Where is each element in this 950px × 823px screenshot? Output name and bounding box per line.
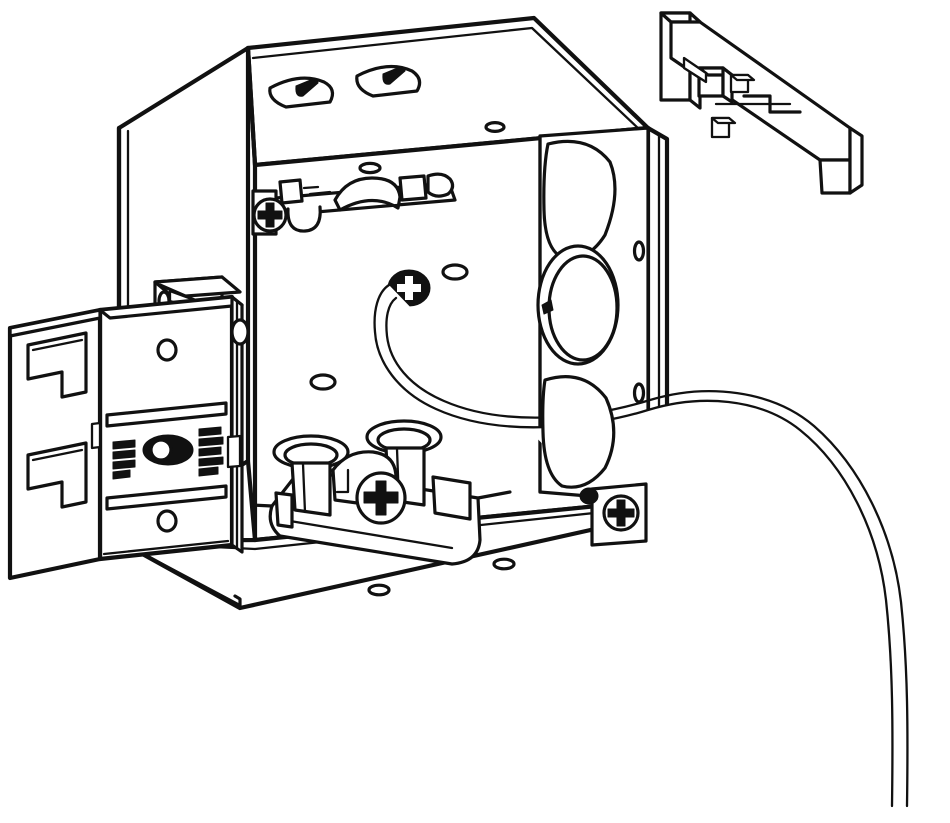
clamp-mount-hole <box>358 161 382 175</box>
knockout-side-b-tab <box>541 299 554 315</box>
left-bracket-fold-notch <box>90 421 102 450</box>
bottom-panel-hole-b <box>492 557 516 571</box>
knockout-pry-slot-b <box>382 66 406 85</box>
right-panel-hole-a <box>632 240 646 262</box>
left-mounting-bracket <box>7 275 244 581</box>
bottom-panel-hole-a <box>367 583 391 597</box>
knockout-pry-slot-a-hilite <box>298 80 315 89</box>
clamp-right-lobe <box>426 172 455 198</box>
box-bottom-corner <box>233 594 242 610</box>
interior-top-cable-clamp <box>274 161 457 233</box>
left-bracket-hole-upper <box>156 338 178 362</box>
knockout-hole-icon-side-c <box>541 375 616 489</box>
clamp-detail-line-c <box>338 201 422 212</box>
left-bracket-side-tab <box>226 434 242 469</box>
back-wall-hole-b <box>309 373 337 391</box>
knockout-pry-slot-b-hilite <box>385 68 402 77</box>
clamp-center-saddle <box>333 176 402 212</box>
left-bracket-slot-upper-scribe <box>31 338 84 352</box>
left-bracket-bottom-edge-inner <box>102 539 230 556</box>
left-bracket-embossed-markings <box>112 426 224 480</box>
box-left-bottom-corner <box>245 458 258 543</box>
right-bracket-foot-side <box>848 126 864 195</box>
clamp-left-collar-scribe <box>301 462 307 514</box>
clamp-base-scribe <box>282 518 454 550</box>
clamp-left-collar <box>290 461 332 517</box>
bonding-wire-edge <box>385 296 909 808</box>
right-bracket-foot <box>818 158 852 195</box>
emboss-mark-right <box>198 426 224 477</box>
right-bracket-small-tab-b-top <box>710 116 737 125</box>
phillips-screw-icon-ground <box>397 276 421 300</box>
knockout-hole-icon-side-b-inner <box>547 254 619 362</box>
emboss-mark-center-hole <box>149 438 173 462</box>
clamp-left-tail <box>250 503 274 508</box>
clamp-right-wing <box>431 475 472 521</box>
top-panel-knockouts <box>268 64 422 109</box>
right-bracket-clip-tab-side <box>721 66 734 104</box>
left-bracket-hole-lower <box>156 509 178 533</box>
corner-screw-top-left <box>251 189 288 236</box>
corner-screw-stud <box>579 487 599 505</box>
right-mounting-bracket <box>659 11 864 195</box>
bracket-attachment-stud <box>230 318 250 346</box>
phillips-screw-icon-top-left <box>257 202 283 228</box>
left-bracket-slot-lower-scribe <box>31 448 84 462</box>
left-bracket-rib-lower <box>105 484 228 511</box>
bottom-cable-clamp <box>250 419 512 566</box>
clamp-left-wing <box>274 491 294 529</box>
left-bracket-rib-upper <box>105 401 228 428</box>
corner-screw-bottom-right <box>579 482 648 547</box>
phillips-screw-icon-clamp <box>363 480 399 516</box>
clamp-left-block <box>278 178 304 205</box>
right-panel-knockouts <box>536 139 620 489</box>
right-panel-hole-b <box>632 382 646 404</box>
phillips-screw-icon-bottom-right <box>607 499 635 527</box>
clamp-detail-line-b <box>308 190 332 196</box>
right-bracket-small-tab-a-top <box>729 73 756 82</box>
clamp-detail-line-a <box>302 185 320 190</box>
box-top-panel-inner-edge <box>251 26 642 132</box>
clamp-inner-detail <box>335 468 350 494</box>
clamp-right-tail <box>476 490 512 500</box>
clamp-right-block <box>398 174 428 202</box>
knockout-pry-slot-a <box>295 78 319 97</box>
left-bracket-bottom-edge <box>98 543 234 561</box>
right-bracket-gusset <box>682 56 708 84</box>
emboss-mark-left <box>112 439 136 480</box>
back-wall-hole-a <box>441 263 469 281</box>
clamp-left-hook <box>286 205 322 233</box>
top-panel-mounting-hole <box>484 120 506 133</box>
